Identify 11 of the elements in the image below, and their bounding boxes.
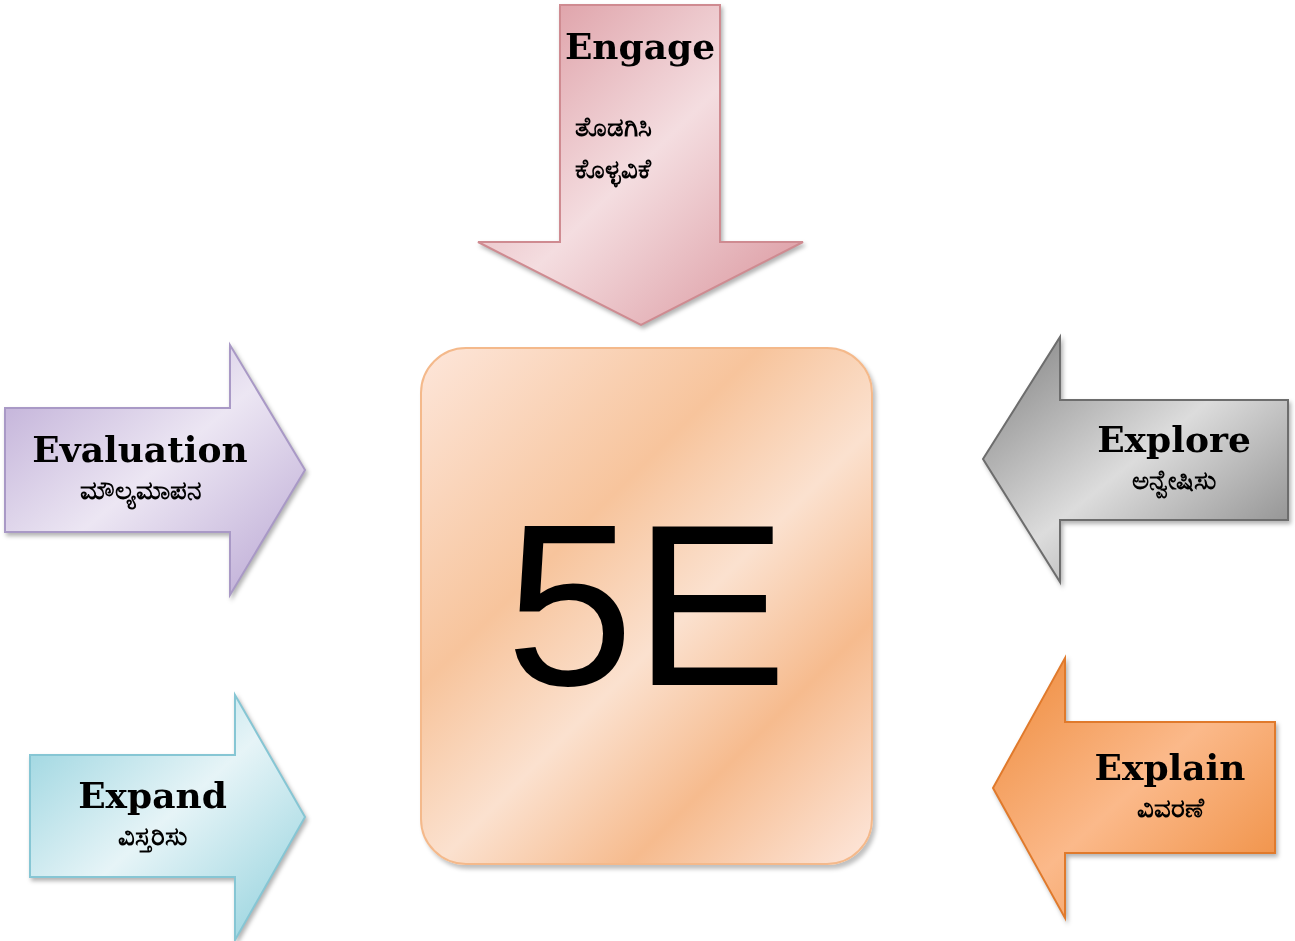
center-title: 5E bbox=[505, 491, 788, 721]
arrow-subtitle: ವಿಸ್ತರಿಸು bbox=[118, 820, 187, 855]
arrow-heading: Explore bbox=[1097, 418, 1251, 461]
arrow-heading: Explain bbox=[1094, 745, 1246, 788]
arrow-subtitle: ವಿವರಣೆ bbox=[1136, 791, 1204, 825]
arrow-heading: Engage bbox=[564, 25, 716, 67]
arrow-subtitle: ಅನ್ವೇಷಿಸು bbox=[1132, 460, 1216, 502]
arrow-heading: Evaluation bbox=[32, 428, 248, 471]
arrow-heading: Expand bbox=[78, 774, 227, 817]
arrow-subtitle: ತೊಡಗಿಸಿ ಕೊಳ್ಳವಿಕೆ bbox=[575, 107, 705, 191]
arrow-subtitle: ಮೌಲ್ಯಮಾಪನ bbox=[79, 470, 201, 512]
